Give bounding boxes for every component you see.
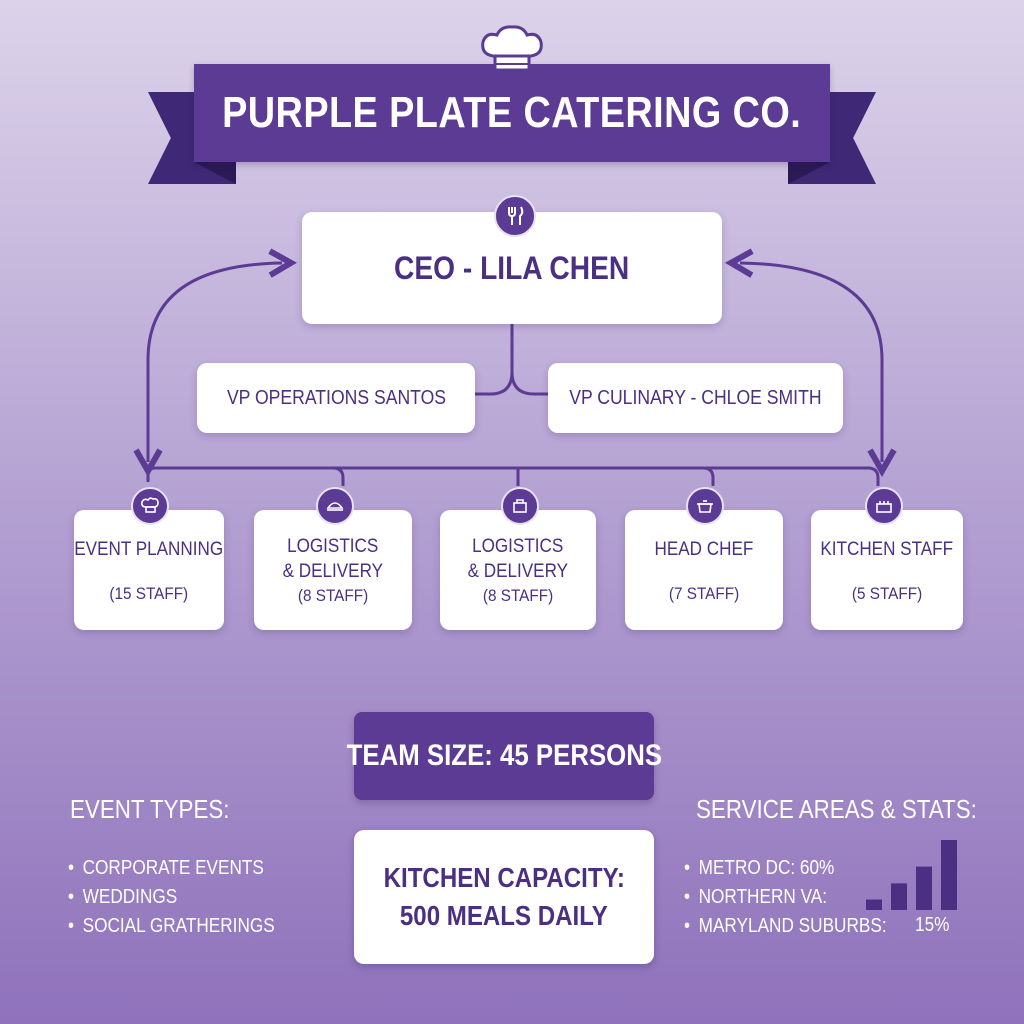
dept-name-line2: & DELIVERY [282, 561, 384, 582]
delivery-box-icon [501, 487, 539, 525]
chef-hat-icon [131, 487, 169, 525]
title-banner: PURPLE PLATE CATERING CO. [194, 64, 830, 162]
event-types-list: CORPORATE EVENTS WEDDINGS SOCIAL GRATHER… [68, 854, 275, 941]
vp-operations-card[interactable]: VP OPERATIONS SANTOS [197, 363, 475, 433]
team-size-badge: TEAM SIZE: 45 PERSONS [346, 712, 662, 800]
kitchen-capacity-line2: 500 MEALS DAILY [400, 900, 608, 931]
fork-knife-icon [494, 195, 536, 237]
dept-name: LOGISTICS [472, 536, 564, 557]
left-loop-arrow [146, 263, 282, 462]
chef-hat-icon [481, 25, 543, 72]
dept-card-kitchen-staff[interactable]: KITCHEN STAFF (5 STAFF) [811, 510, 963, 630]
dept-staff-count: (8 STAFF) [482, 586, 554, 605]
stats-bar [916, 866, 932, 910]
kitchen-capacity-card: KITCHEN CAPACITY: 500 MEALS DAILY [354, 830, 654, 964]
list-item: NORTHERN VA: [684, 883, 887, 912]
cooking-pot-icon [686, 487, 724, 525]
dept-name-line2: & DELIVERY [467, 561, 569, 582]
service-extra-value: 15% [915, 914, 950, 936]
dept-name: LOGISTICS [287, 536, 379, 557]
team-size-text: TEAM SIZE: 45 PERSONS [346, 739, 662, 772]
list-item: MARYLAND SUBURBS: [684, 912, 887, 941]
food-dish-icon [316, 487, 354, 525]
stats-bar [891, 883, 907, 910]
dept-name: KITCHEN STAFF [820, 538, 954, 560]
vp-culinary-label: VP CULINARY - CHLOE SMITH [569, 386, 822, 409]
event-types-heading: EVENT TYPES: [70, 794, 230, 824]
list-item: WEDDINGS [68, 883, 275, 912]
kitchen-capacity-line1: KITCHEN CAPACITY: [383, 862, 625, 893]
list-item: SOCIAL GRATHERINGS [68, 912, 275, 941]
vp-operations-label: VP OPERATIONS SANTOS [226, 386, 446, 409]
dept-card-logistics-2[interactable]: LOGISTICS & DELIVERY (8 STAFF) [440, 510, 596, 630]
ceo-label: CEO - LILA CHEN [394, 249, 630, 286]
service-areas-list: METRO DC: 60% NORTHERN VA: MARYLAND SUBU… [684, 854, 887, 941]
dept-card-event-planning[interactable]: EVENT PLANNING (15 STAFF) [74, 510, 224, 630]
vp-culinary-card[interactable]: VP CULINARY - CHLOE SMITH [548, 363, 843, 433]
list-item: CORPORATE EVENTS [68, 854, 275, 883]
right-loop-arrow [740, 263, 884, 462]
dept-card-head-chef[interactable]: HEAD CHEF (7 STAFF) [625, 510, 783, 630]
stats-bar [866, 899, 882, 910]
stove-icon [865, 487, 903, 525]
dept-card-logistics-1[interactable]: LOGISTICS & DELIVERY (8 STAFF) [254, 510, 412, 630]
stats-bar [941, 840, 957, 910]
service-stats-bars [866, 840, 957, 910]
dept-staff-count: (5 STAFF) [851, 583, 923, 603]
service-areas-heading: SERVICE AREAS & STATS: [696, 794, 977, 824]
dept-staff-count: (7 STAFF) [668, 583, 740, 603]
dept-name: HEAD CHEF [654, 538, 754, 560]
page-title: PURPLE PLATE CATERING CO. [222, 88, 802, 137]
list-item: METRO DC: 60% [684, 854, 887, 883]
dept-staff-count: (8 STAFF) [297, 586, 369, 605]
dept-name: EVENT PLANNING [74, 538, 224, 560]
dept-staff-count: (15 STAFF) [109, 583, 189, 603]
